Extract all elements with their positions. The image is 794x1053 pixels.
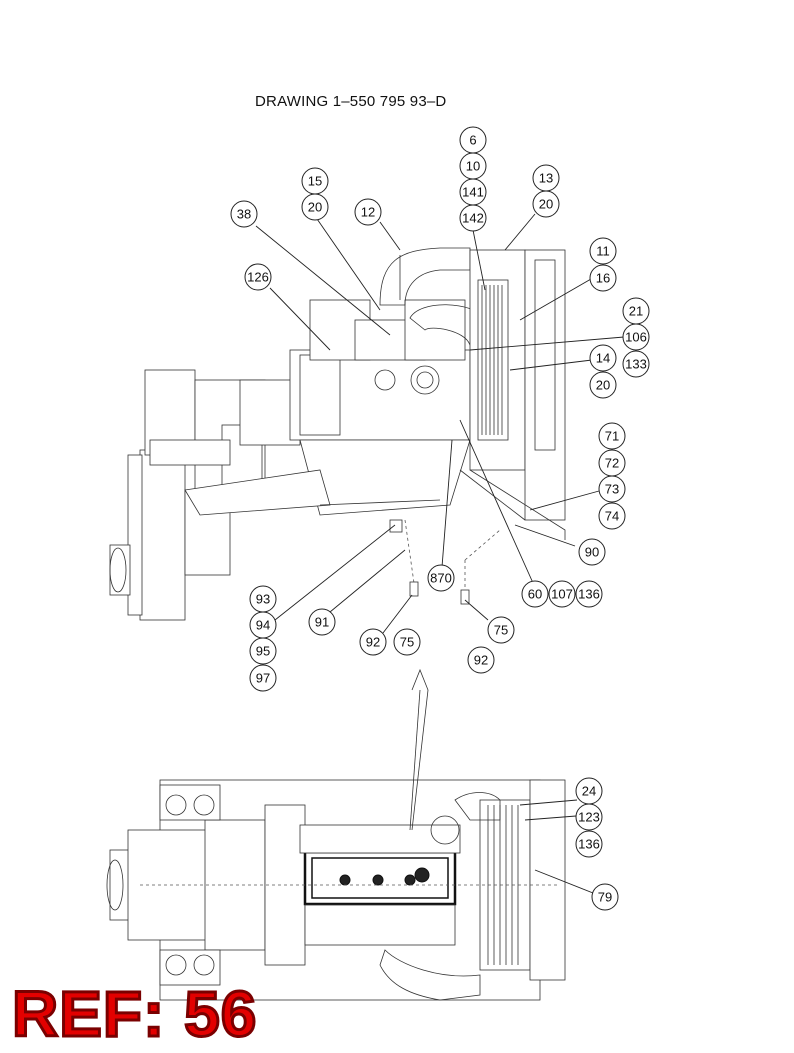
- callout-142: 142: [459, 204, 487, 232]
- callout-20-a: 20: [301, 193, 329, 221]
- callout-95: 95: [249, 637, 277, 665]
- callout-label: 74: [605, 509, 619, 524]
- callout-label: 6: [469, 133, 476, 148]
- callout-75-b: 75: [487, 616, 515, 644]
- callout-106: 106: [622, 323, 650, 351]
- callout-label: 73: [605, 482, 619, 497]
- callout-107: 107: [548, 580, 576, 608]
- callout-label: 97: [256, 671, 270, 686]
- callout-label: 79: [598, 890, 612, 905]
- callout-94: 94: [249, 611, 277, 639]
- callout-label: 21: [629, 304, 643, 319]
- callout-label: 20: [308, 200, 322, 215]
- callout-label: 91: [315, 615, 329, 630]
- callout-71: 71: [598, 422, 626, 450]
- callout-label: 20: [539, 197, 553, 212]
- callout-72: 72: [598, 449, 626, 477]
- callout-93: 93: [249, 585, 277, 613]
- callout-136-a: 136: [575, 580, 603, 608]
- callout-14: 14: [589, 344, 617, 372]
- callout-label: 16: [596, 271, 610, 286]
- callout-label: 92: [366, 635, 380, 650]
- engine-top-view: [106, 668, 566, 1001]
- callout-label: 75: [494, 623, 508, 638]
- callout-label: 94: [256, 618, 270, 633]
- leader-lines: [255, 213, 625, 894]
- callout-label: 71: [605, 429, 619, 444]
- callout-73: 73: [598, 475, 626, 503]
- callout-60: 60: [521, 580, 549, 608]
- callout-133: 133: [622, 350, 650, 378]
- callout-label: 12: [361, 205, 375, 220]
- callout-11: 11: [589, 237, 617, 265]
- callout-97: 97: [249, 664, 277, 692]
- callout-label: 11: [596, 244, 610, 259]
- callout-label: 24: [582, 784, 596, 799]
- callout-label: 14: [596, 351, 610, 366]
- callout-label: 107: [551, 587, 573, 602]
- callout-label: 10: [466, 159, 480, 174]
- callout-74: 74: [598, 502, 626, 530]
- callout-91: 91: [308, 608, 336, 636]
- callout-79: 79: [591, 883, 619, 911]
- callout-label: 106: [625, 330, 647, 345]
- callout-label: 126: [247, 270, 269, 285]
- callout-136-b: 136: [575, 830, 603, 858]
- callout-label: 142: [462, 211, 484, 226]
- callout-label: 870: [430, 571, 452, 586]
- callout-126: 126: [244, 263, 272, 291]
- callout-label: 15: [308, 174, 322, 189]
- callout-21: 21: [622, 297, 650, 325]
- callout-label: 75: [400, 635, 414, 650]
- callout-92-b: 92: [467, 646, 495, 674]
- callout-label: 136: [578, 837, 600, 852]
- callout-141: 141: [459, 178, 487, 206]
- callout-24: 24: [575, 777, 603, 805]
- callout-label: 20: [596, 378, 610, 393]
- callout-16: 16: [589, 264, 617, 292]
- callout-label: 92: [474, 653, 488, 668]
- callout-label: 95: [256, 644, 270, 659]
- drawing-title: DRAWING 1–550 795 93–D: [255, 93, 447, 110]
- engine-side-view: [109, 247, 566, 621]
- callout-90: 90: [578, 538, 606, 566]
- callout-label: 123: [578, 810, 600, 825]
- callout-label: 90: [585, 545, 599, 560]
- callout-75-a: 75: [393, 628, 421, 656]
- callout-20-c: 20: [589, 371, 617, 399]
- callout-label: 38: [237, 207, 251, 222]
- callout-13: 13: [532, 164, 560, 192]
- callout-label: 136: [578, 587, 600, 602]
- callout-92-a: 92: [359, 628, 387, 656]
- callout-15: 15: [301, 167, 329, 195]
- callout-label: 141: [462, 185, 484, 200]
- callout-20-b: 20: [532, 190, 560, 218]
- callout-label: 93: [256, 592, 270, 607]
- ref-label: REF: 56: [10, 978, 258, 1050]
- callout-12: 12: [354, 198, 382, 226]
- callout-label: 72: [605, 456, 619, 471]
- callout-6: 6: [459, 126, 487, 154]
- callout-10: 10: [459, 152, 487, 180]
- callout-123: 123: [575, 803, 603, 831]
- callout-label: 13: [539, 171, 553, 186]
- callout-label: 60: [528, 587, 542, 602]
- callout-870: 870: [427, 564, 455, 592]
- callout-label: 133: [625, 357, 647, 372]
- callout-38: 38: [230, 200, 258, 228]
